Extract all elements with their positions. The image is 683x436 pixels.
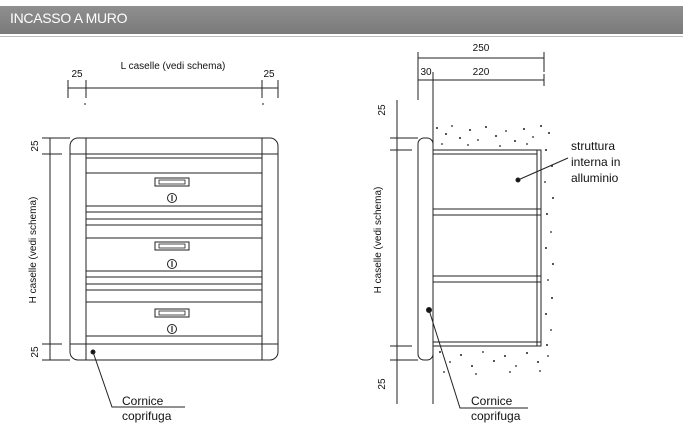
height-label: H caselle (vedi schema) [28,197,39,304]
header-bar [0,6,683,34]
frame-profile [417,137,434,361]
mail-slot [154,308,190,318]
callout-label-line1: Cornice [122,394,164,408]
total-depth-label: 250 [473,43,490,54]
side-top-margin-label: 25 [377,104,388,116]
callout-leader [92,351,185,408]
aluminium-structure [432,149,542,347]
width-dimension [67,80,279,105]
lock-icon [166,323,178,335]
left-margin-label: 25 [71,69,83,80]
top-margin-label: 25 [30,140,41,152]
mail-slot [154,241,190,251]
frame-outline [69,137,279,361]
header-divider [0,36,683,37]
body-depth-label: 220 [473,67,490,78]
mail-slot [154,177,190,187]
structure-callout-leader [517,157,569,181]
section-header: INCASSO A MURO [0,0,683,38]
callout-label-line2: coprifuga [122,409,172,423]
mailbox-door [86,289,262,337]
height-dimension [42,137,70,361]
mailbox-door [86,224,262,285]
structure-label-line2: interna in [571,155,620,169]
mailbox-door [86,157,262,220]
lock-icon [166,258,178,270]
structure-label-line1: struttura [571,139,615,153]
side-callout-label-line1: Cornice [471,394,513,408]
callout-leader [428,309,528,409]
structure-label-line3: alluminio [571,171,619,185]
frame-depth-label: 30 [420,67,432,78]
side-callout-label-line2: coprifuga [471,409,521,423]
width-label: L caselle (vedi schema) [121,61,226,72]
side-view [390,52,569,409]
side-bottom-margin-label: 25 [377,378,388,390]
side-height-label: H caselle (vedi schema) [373,187,384,294]
bottom-margin-label: 25 [30,346,41,358]
side-height-dimension [390,100,418,404]
front-view [42,80,279,408]
lock-icon [166,192,178,204]
wall-texture [436,125,554,375]
depth-dimension [417,52,545,100]
right-margin-label: 25 [263,69,275,80]
section-title: INCASSO A MURO [10,10,128,26]
